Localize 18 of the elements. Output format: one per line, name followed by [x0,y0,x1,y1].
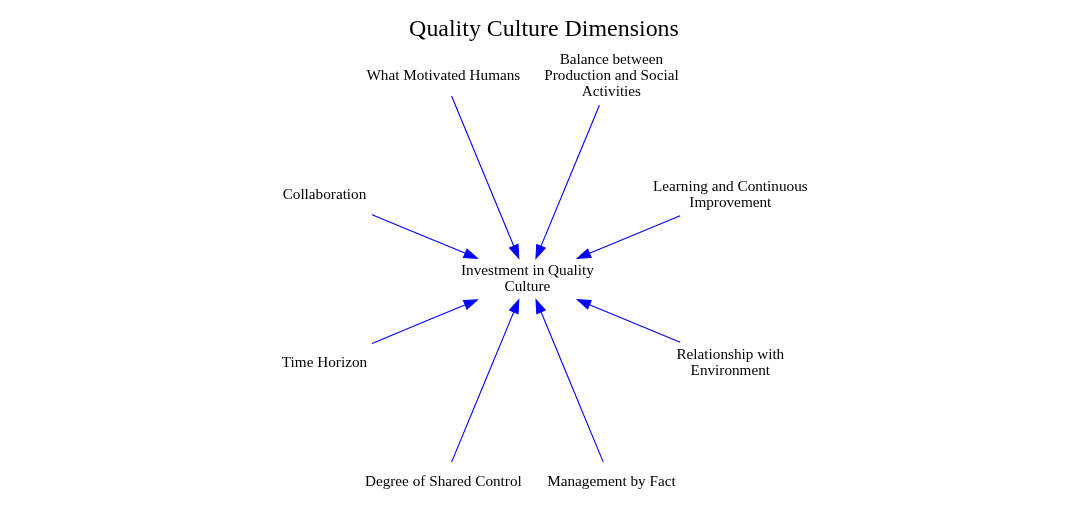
diagram-title: Quality Culture Dimensions [408,14,679,41]
node-text: What Motivated Humans [365,66,520,84]
arrow [371,214,479,259]
node-text: Collaboration [282,185,366,203]
node-text: Management by Fact [546,471,676,489]
node-text: Learning and Continuous Improvement [652,176,808,211]
arrow [371,299,479,344]
arrow [450,298,519,463]
node-text: Investment in Quality Culture [460,260,594,295]
node-text: Time Horizon [281,353,367,371]
node-text: Degree of Shared Control [364,471,522,489]
arrow [534,298,604,463]
node-text: Balance between Production and Social Activities [543,49,679,100]
arrow [450,95,519,260]
arrow [575,299,681,343]
arrow [575,215,681,259]
node-text: Relationship with Environment [675,344,784,379]
arrow [534,104,600,260]
